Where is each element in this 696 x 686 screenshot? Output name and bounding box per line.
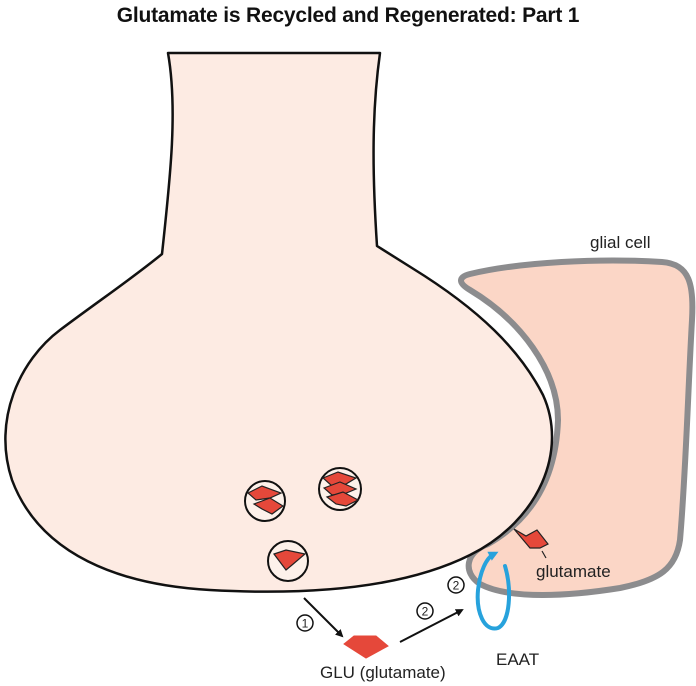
glutamate-molecule [325,491,360,507]
presynaptic-terminal [4,51,554,593]
glutamate-molecule [273,549,307,571]
glu-label: GLU (glutamate) [320,663,446,682]
glutamate-molecule [322,481,358,496]
eaat-label: EAAT [496,650,539,669]
glutamate-molecule [252,497,285,515]
vesicle [267,540,309,582]
arrow-step-2 [399,609,464,643]
glutamate-molecule [321,471,358,487]
vesicle [318,467,362,511]
arrow-step-1 [303,597,344,638]
glutamate-molecule [246,485,283,501]
step-1-badge: 1 [296,614,314,632]
vesicle [244,480,286,522]
glial-cell [458,257,696,598]
glutamate-pointer-line [541,550,547,559]
svg-text:2: 2 [422,605,429,619]
svg-text:2: 2 [453,579,460,593]
glutamate-molecule-cleft [343,635,389,659]
glutamate-glia-label: glutamate [536,562,611,581]
glial-cell-label: glial cell [590,233,650,252]
eaat-transporter-icon [475,551,511,631]
glutamate-molecule-glia [513,528,549,549]
step-2-badge: 2 [416,602,434,620]
diagram-title: Glutamate is Recycled and Regenerated: P… [116,4,580,27]
step-2-badge-eaat: 2 [447,576,465,594]
svg-text:1: 1 [302,617,309,631]
